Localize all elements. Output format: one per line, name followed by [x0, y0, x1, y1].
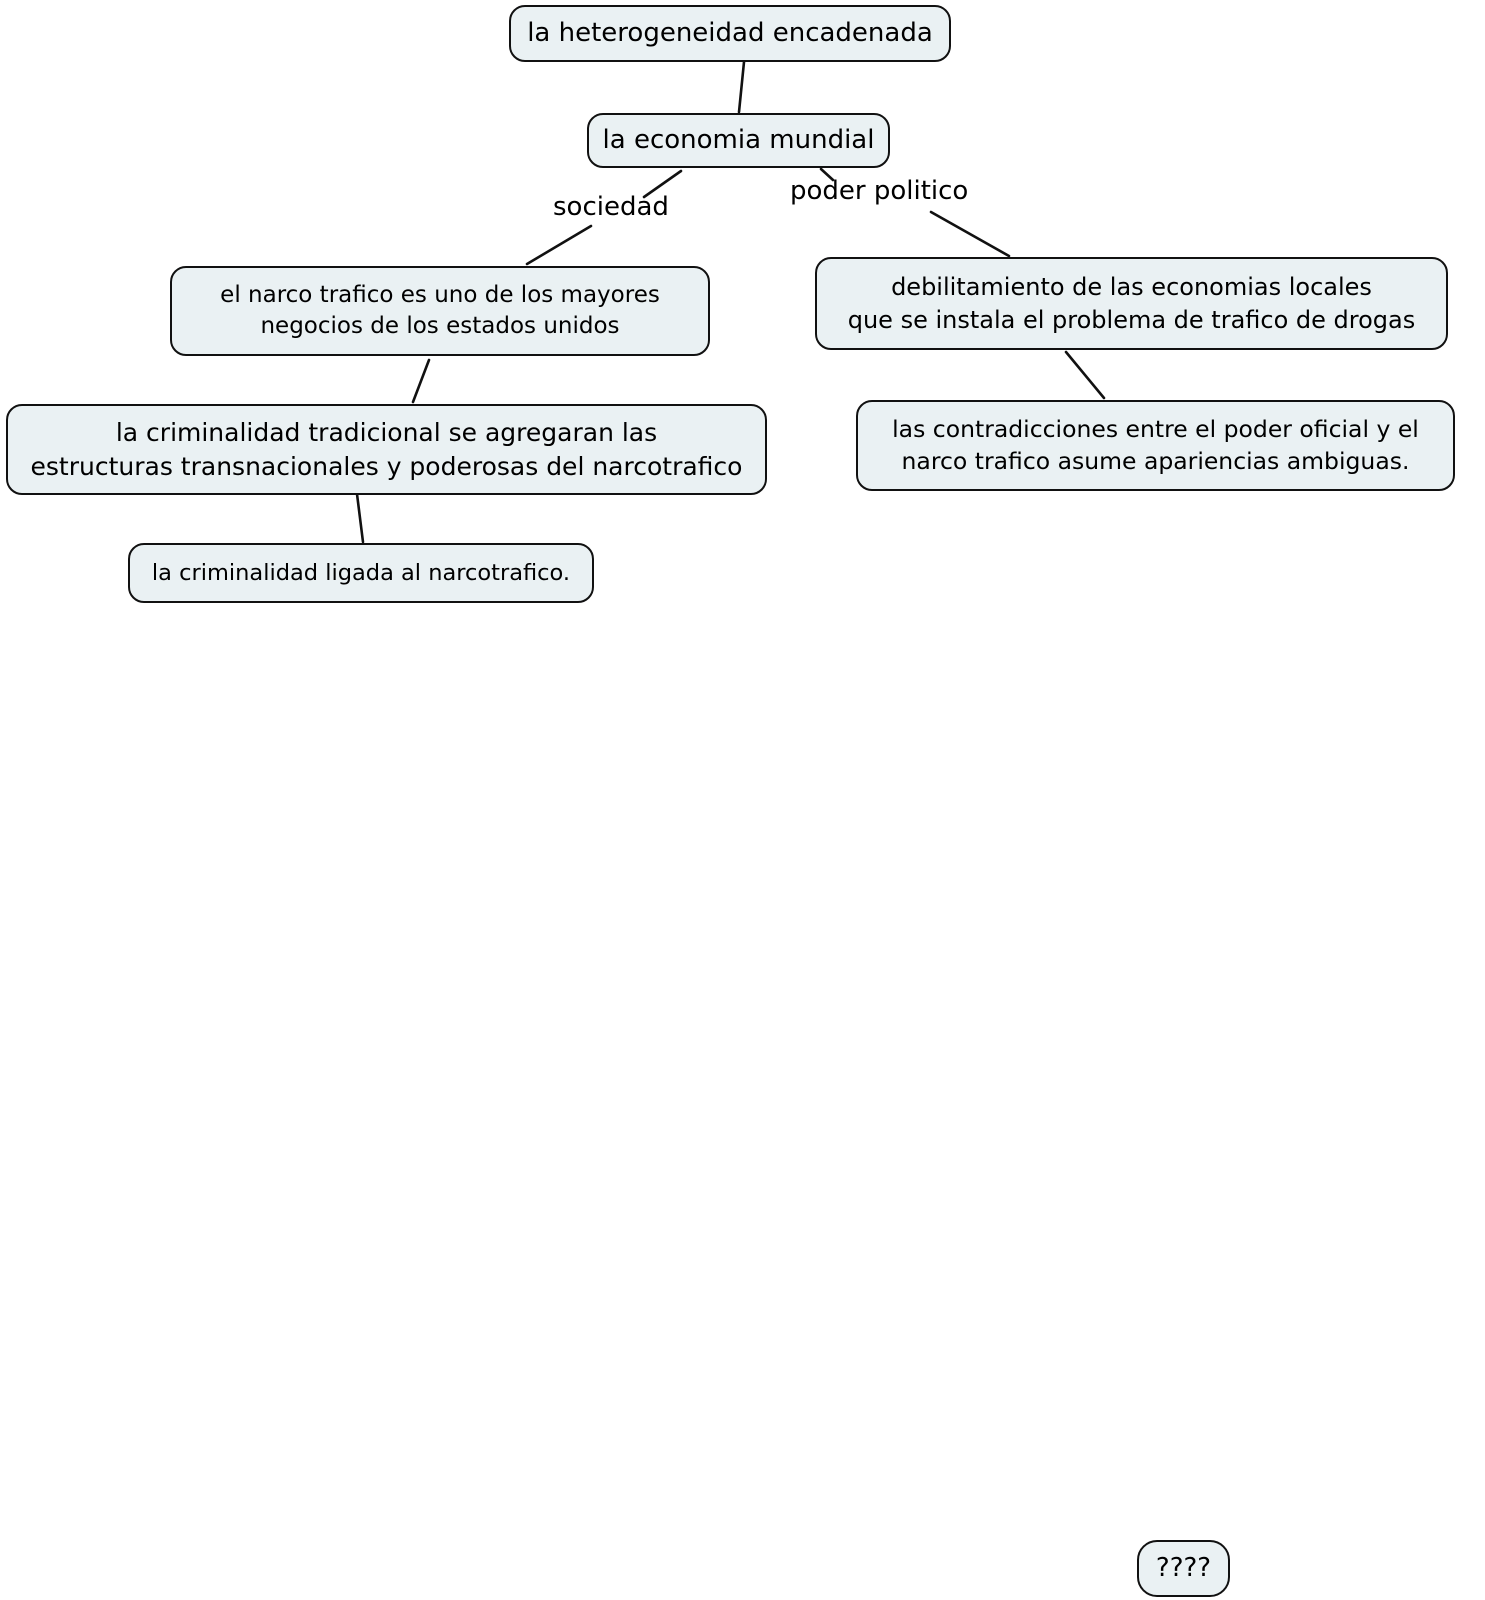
- node-unknown[interactable]: ????: [1137, 1540, 1230, 1597]
- edge-poder-politico-debilitamiento: [929, 210, 1011, 258]
- node-unknown-text: ????: [1155, 1553, 1212, 1584]
- node-criminalidad-tradicional[interactable]: la criminalidad tradicional se agregaran…: [6, 404, 767, 495]
- link-label-poder-politico[interactable]: poder politico: [790, 176, 969, 206]
- node-criminalidad-ligada-text: la criminalidad ligada al narcotrafico.: [151, 559, 571, 586]
- node-criminalidad-ligada[interactable]: la criminalidad ligada al narcotrafico.: [128, 543, 594, 603]
- node-debilitamiento-economias[interactable]: debilitamiento de las economias locales …: [815, 257, 1448, 350]
- edge-sociedad-narcotrafico: [525, 224, 593, 266]
- link-label-sociedad[interactable]: sociedad: [553, 192, 669, 222]
- node-contradicciones-text: las contradicciones entre el poder ofici…: [892, 415, 1419, 475]
- node-narcotrafico-negocio[interactable]: el narco trafico es uno de los mayores n…: [170, 266, 710, 356]
- edge-root-economia: [737, 60, 746, 114]
- node-narcotrafico-negocio-text: el narco trafico es uno de los mayores n…: [220, 282, 660, 339]
- node-economia-mundial[interactable]: la economia mundial: [587, 113, 890, 168]
- node-heterogeneidad-encadenada[interactable]: la heterogeneidad encadenada: [509, 5, 951, 62]
- node-economia-mundial-text: la economia mundial: [602, 125, 875, 156]
- node-contradicciones[interactable]: las contradicciones entre el poder ofici…: [856, 400, 1455, 491]
- edge-narcotrafico-criminalidad: [411, 358, 431, 404]
- node-debilitamiento-economias-text: debilitamiento de las economias locales …: [847, 273, 1416, 334]
- node-criminalidad-tradicional-text: la criminalidad tradicional se agregaran…: [30, 418, 743, 481]
- node-heterogeneidad-encadenada-text: la heterogeneidad encadenada: [527, 18, 933, 49]
- edge-criminalidad-ligada: [355, 492, 365, 544]
- edge-debilitamiento-contradicciones: [1064, 350, 1106, 400]
